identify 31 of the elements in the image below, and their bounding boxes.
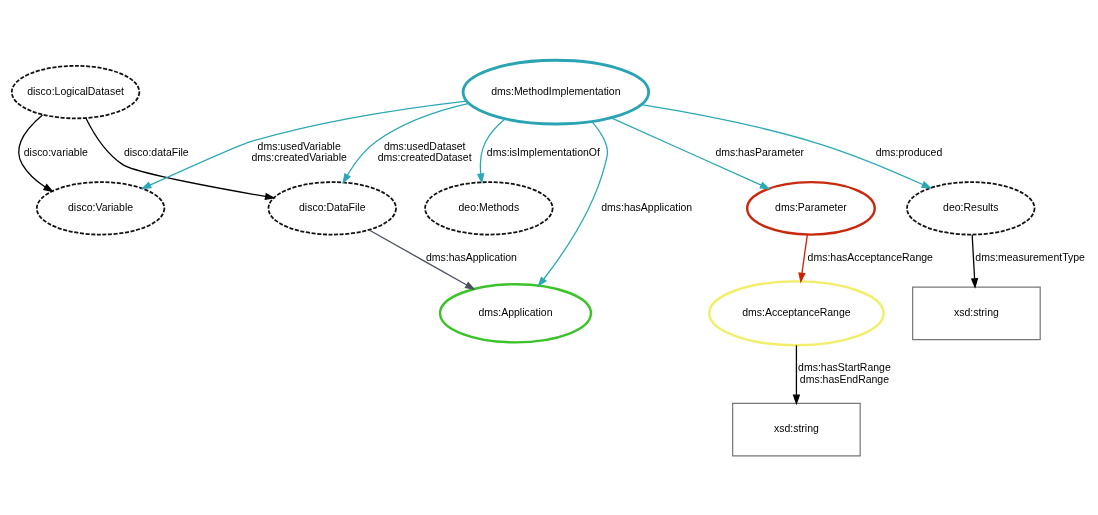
edge-label: disco:dataFile <box>123 146 189 158</box>
edge-label: dms:isImplementationOf <box>486 146 600 158</box>
arrow <box>610 116 771 189</box>
arrow <box>18 113 54 192</box>
edge-label: disco:variable <box>23 146 88 158</box>
arrow <box>970 233 979 289</box>
arrow <box>85 117 276 200</box>
node-box: xsd:string <box>732 402 861 456</box>
arrow <box>342 102 470 184</box>
node-ellipse: disco:LogicalDataset <box>10 64 141 119</box>
node-ellipse: deo:Methods <box>424 180 554 235</box>
arrow <box>537 120 609 287</box>
node-ellipse: disco:DataFile <box>267 180 397 235</box>
node-ellipse: dms:AcceptanceRange <box>708 279 885 346</box>
node-ellipse: dms:MethodImplementation <box>461 58 651 125</box>
edge-label: dms:hasParameter <box>715 146 804 158</box>
edge-label: dms:produced <box>875 146 943 158</box>
edge-label: dms:measurementType <box>975 251 1085 263</box>
edge-label: dms:hasStartRange dms:hasEndRange <box>798 361 891 385</box>
arrow <box>798 233 808 283</box>
edge-label: dms:hasAcceptanceRange <box>807 251 933 263</box>
arrow <box>140 99 468 189</box>
edge-label: dms:hasApplication <box>601 201 693 213</box>
arrow <box>792 344 801 405</box>
edge-label: dms:usedVariable dms:createdVariable <box>251 140 347 163</box>
node-box: xsd:string <box>912 285 1041 340</box>
edge-label: dms:hasApplication <box>426 251 517 263</box>
arrow <box>476 117 506 184</box>
arrow <box>368 228 476 290</box>
edge-label: dms:usedDataset dms:createdDataset <box>377 140 472 163</box>
arrow <box>640 103 933 189</box>
